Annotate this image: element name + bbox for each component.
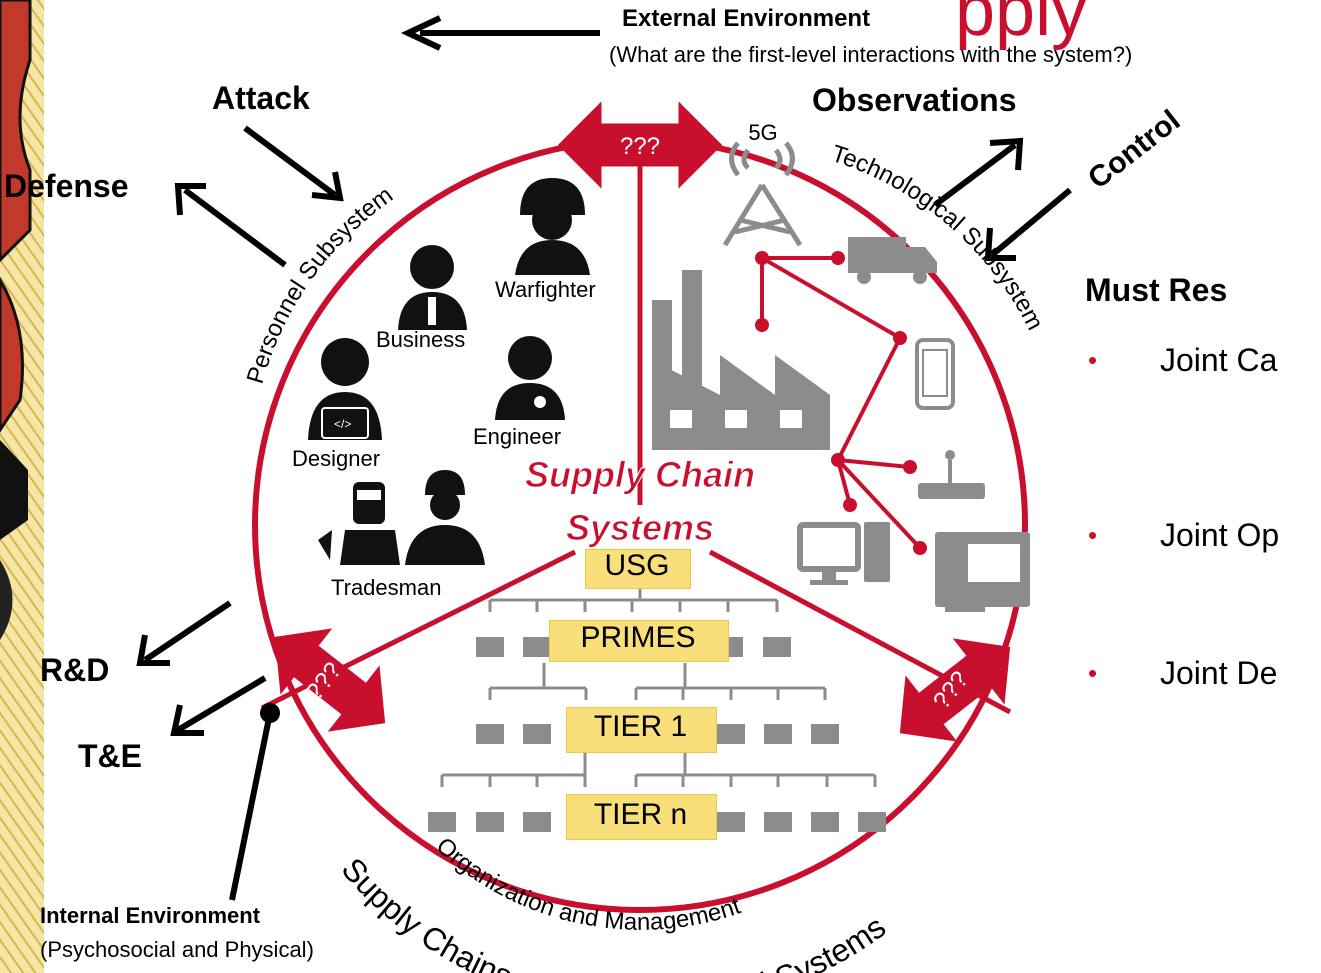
- internal-environment-dot: [260, 703, 280, 723]
- designer-icon: </>: [308, 338, 382, 440]
- requirement-item-2: Joint Op: [1160, 517, 1280, 553]
- primes-highlight: [549, 620, 729, 662]
- top-unknown-marker: ???: [620, 133, 660, 160]
- defense-arrow: [183, 187, 287, 268]
- network-links: [760, 256, 922, 550]
- control-label: Control: [1082, 104, 1186, 196]
- control-arrow: [990, 187, 1072, 258]
- bullet-3: •: [1088, 658, 1098, 688]
- tradesman-icon: [318, 470, 485, 565]
- network-nodes: [755, 251, 927, 555]
- tradesman-label: Tradesman: [331, 575, 442, 600]
- designer-label: Designer: [292, 446, 381, 471]
- org-chart-boxes: [428, 637, 886, 832]
- observations-label: Observations: [812, 82, 1017, 118]
- phone-icon: [915, 338, 955, 410]
- external-environment-question: (What are the first-level interactions w…: [609, 42, 1133, 67]
- rnd-arrow: [143, 600, 232, 663]
- tne-label: T&E: [78, 738, 142, 774]
- personnel-subsystem-label: Personnel Subsystem: [242, 181, 398, 386]
- engineer-icon: [495, 336, 565, 420]
- tne-arrow: [176, 675, 267, 733]
- bullet-1: •: [1088, 345, 1098, 375]
- right-interaction-double-arrow: [899, 638, 1011, 742]
- truck-icon: [848, 237, 937, 284]
- tier1-label: TIER 1: [593, 710, 688, 743]
- requirement-item-1: Joint Ca: [1160, 342, 1278, 378]
- internal-environment-title: Internal Environment: [40, 903, 261, 928]
- warfighter-label: Warfighter: [495, 277, 596, 302]
- rnd-label: R&D: [40, 652, 110, 688]
- primes-label: PRIMES: [580, 621, 696, 654]
- tiern-highlight: [566, 794, 717, 840]
- business-icon: [398, 245, 467, 330]
- requirement-item-3: Joint De: [1160, 655, 1278, 691]
- router-icon: [918, 450, 985, 499]
- observations-arrow: [933, 142, 1017, 208]
- attack-arrow: [243, 125, 337, 198]
- tier1-highlight: [566, 707, 717, 753]
- internal-environment-pointer: [229, 712, 273, 901]
- warfighter-icon: [515, 178, 590, 275]
- business-label: Business: [376, 327, 466, 352]
- computer-icon: [797, 522, 890, 585]
- bullet-2: •: [1088, 520, 1098, 550]
- attack-label: Attack: [212, 80, 310, 116]
- internal-environment-subtitle: (Psychosocial and Physical): [40, 937, 314, 962]
- usg-label: USG: [604, 549, 670, 582]
- organization-management-label: Organization and Management: [431, 832, 744, 936]
- decorative-left-stripe: [0, 0, 44, 973]
- requirements-heading: Must Res: [1085, 272, 1228, 308]
- left-interaction-double-arrow: [274, 628, 386, 732]
- usg-highlight: [585, 549, 691, 589]
- svg-text:</>: </>: [334, 417, 351, 431]
- center-title-line1: Supply Chain: [525, 454, 755, 495]
- org-chart: [440, 587, 877, 787]
- slide-title-fragment: pply: [955, 0, 1088, 51]
- top-interaction-double-arrow: [557, 101, 723, 189]
- defense-label: Defense: [4, 168, 129, 204]
- tiern-label: TIER n: [593, 798, 688, 831]
- external-environment-title: External Environment: [622, 5, 871, 32]
- cell-tower-icon: [722, 141, 803, 247]
- engineer-label: Engineer: [473, 424, 562, 449]
- center-title-line2: Systems: [566, 507, 714, 548]
- factory-icon: [652, 270, 830, 450]
- 5g-label: 5G: [748, 120, 777, 145]
- industrial-machine-icon: [935, 532, 1030, 612]
